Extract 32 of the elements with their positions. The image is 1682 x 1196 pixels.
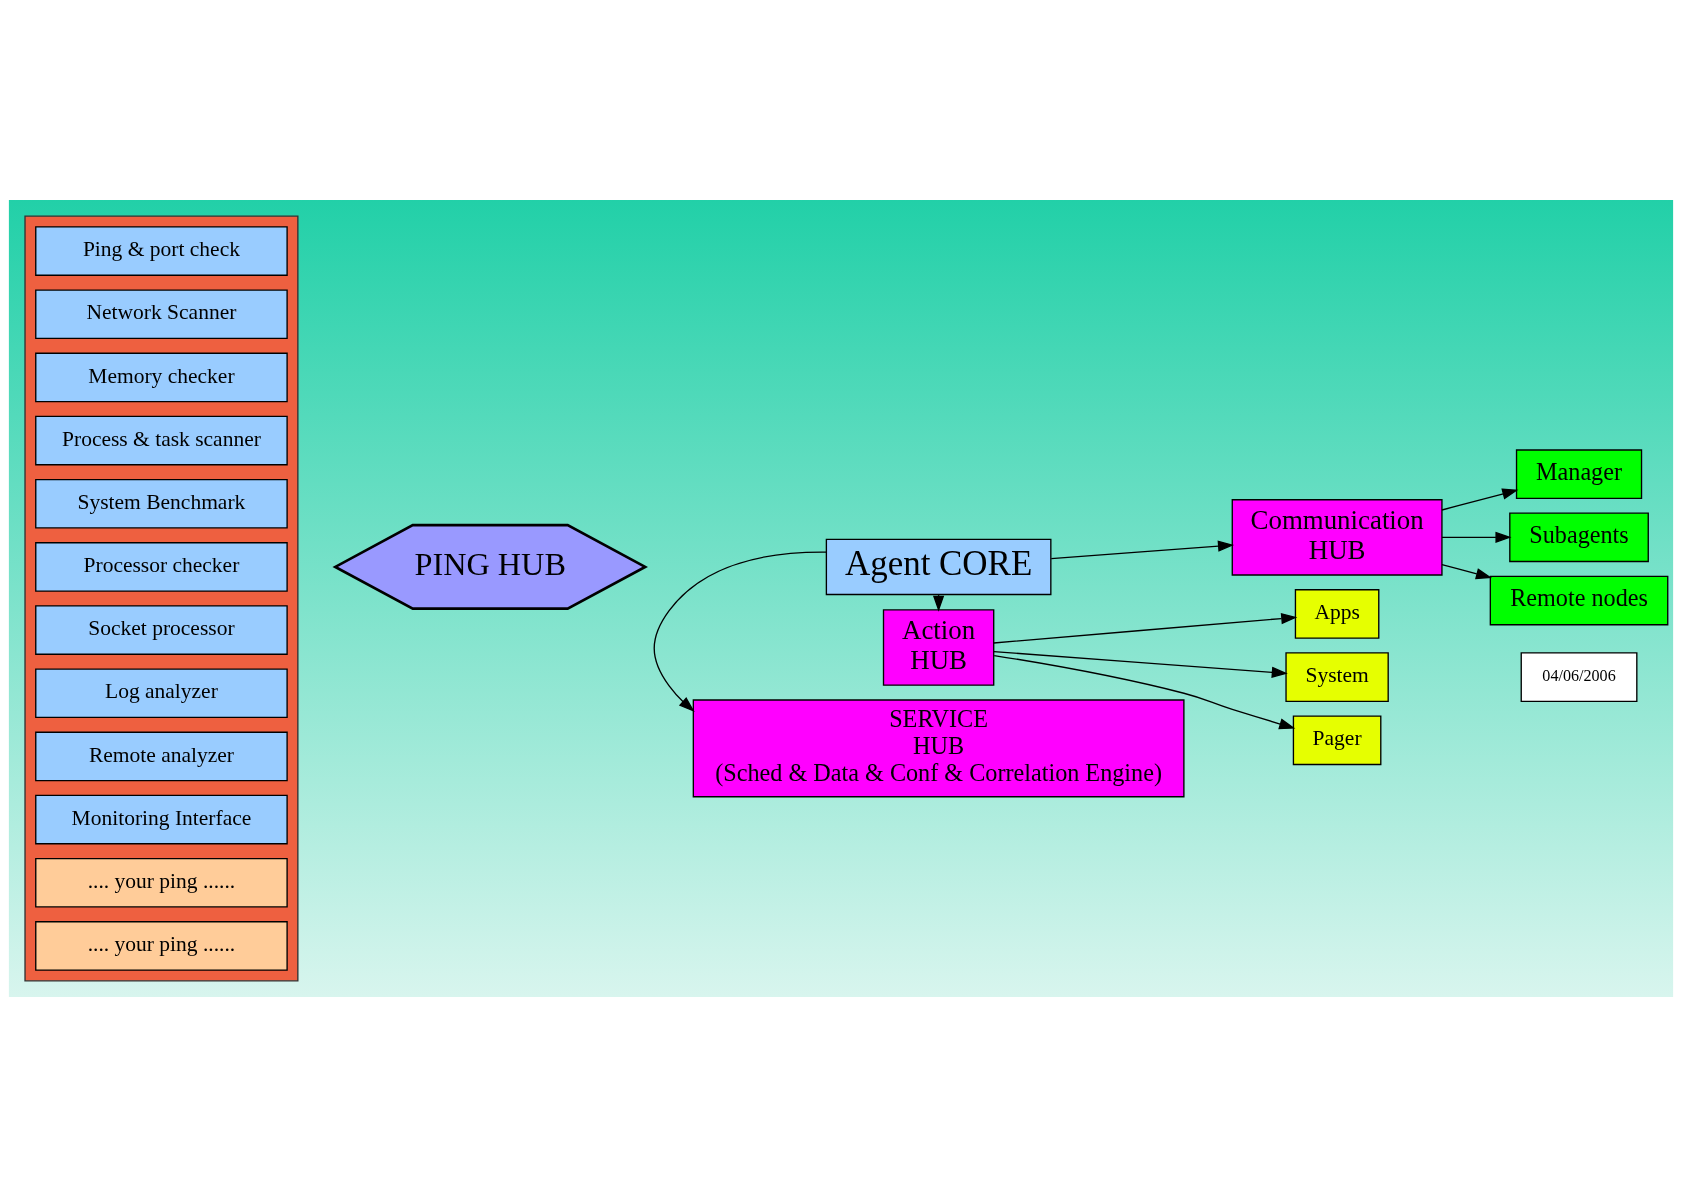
node-box: Network Scanner — [35, 288, 288, 339]
arrow — [1441, 531, 1512, 543]
node-box: System — [1285, 651, 1389, 702]
node-box: Pager — [1292, 714, 1382, 765]
node-box: Communication HUB — [1231, 498, 1443, 576]
node-box: Remote nodes — [1489, 575, 1669, 625]
arrow — [1441, 563, 1493, 579]
arrow — [932, 593, 945, 612]
node-box: Processor checker — [35, 541, 288, 592]
node-box: 04/06/2006 — [1520, 651, 1638, 702]
node-box: Process & task scanner — [35, 415, 288, 465]
node-box: Socket processor — [35, 604, 288, 655]
arrow — [653, 550, 827, 712]
arrow — [993, 654, 1296, 729]
node-box: Action HUB — [882, 608, 995, 686]
arrow — [993, 612, 1298, 644]
node-box: Apps — [1294, 588, 1380, 639]
node-box: Ping & port check — [35, 225, 288, 276]
node-box: Remote analyzer — [35, 731, 288, 781]
node-box: Memory checker — [35, 352, 288, 402]
node-box: .... your ping ...... — [35, 920, 288, 971]
node-box: Log analyzer — [35, 667, 288, 718]
node-box: Subagents — [1509, 512, 1649, 562]
arrow — [1441, 488, 1519, 511]
arrow — [993, 650, 1288, 678]
node-box: Monitoring Interface — [35, 794, 288, 844]
node-box: System Benchmark — [35, 478, 288, 529]
cluster — [24, 214, 299, 982]
node-box: .... your ping ...... — [35, 857, 288, 908]
node-box: SERVICE HUB (Sched & Data & Conf & Correlation Engine) — [692, 698, 1185, 797]
arrow — [1050, 540, 1235, 559]
node-box: Manager — [1515, 448, 1643, 499]
